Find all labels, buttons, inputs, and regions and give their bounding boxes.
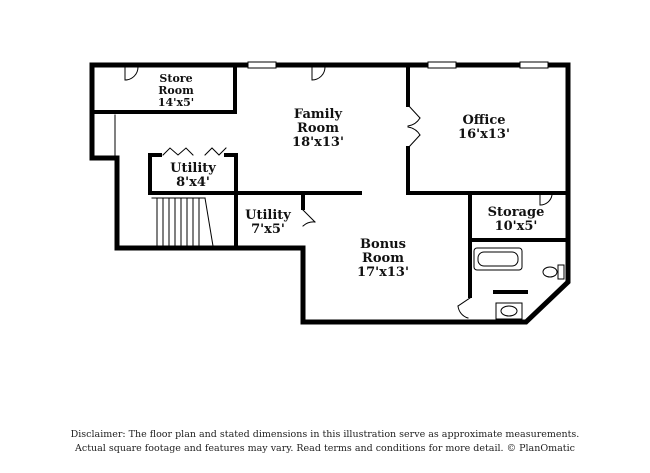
office-dims: 16'x13' xyxy=(458,127,510,142)
utility-b-dims: 7'x5' xyxy=(251,222,285,237)
bonus-room-dims: 17'x13' xyxy=(357,265,409,280)
utility-b-name: Utility xyxy=(245,208,291,223)
storage-dims: 10'x5' xyxy=(495,219,538,234)
office-name: Office xyxy=(462,113,505,128)
disclaimer-line-1: Disclaimer: The floor plan and stated di… xyxy=(70,429,580,440)
bonus-room-name-1: Bonus xyxy=(360,237,406,252)
fixtures xyxy=(114,61,565,320)
family-room-name-1: Family xyxy=(294,107,343,122)
store-room-dims: 14'x5' xyxy=(158,96,194,109)
family-room-dims: 18'x13' xyxy=(292,135,344,150)
store-room-name-2: Room xyxy=(158,84,194,97)
utility-a-dims: 8'x4' xyxy=(176,175,210,190)
store-room-name-1: Store xyxy=(159,72,192,85)
exterior-walls xyxy=(89,62,571,325)
interior-walls xyxy=(90,63,570,298)
disclaimer-line-2: Actual square footage and features may v… xyxy=(75,443,575,454)
bonus-room-name-2: Room xyxy=(362,251,404,266)
utility-a-name: Utility xyxy=(170,161,216,176)
storage-name: Storage xyxy=(488,205,545,220)
family-room-name-2: Room xyxy=(297,121,339,136)
